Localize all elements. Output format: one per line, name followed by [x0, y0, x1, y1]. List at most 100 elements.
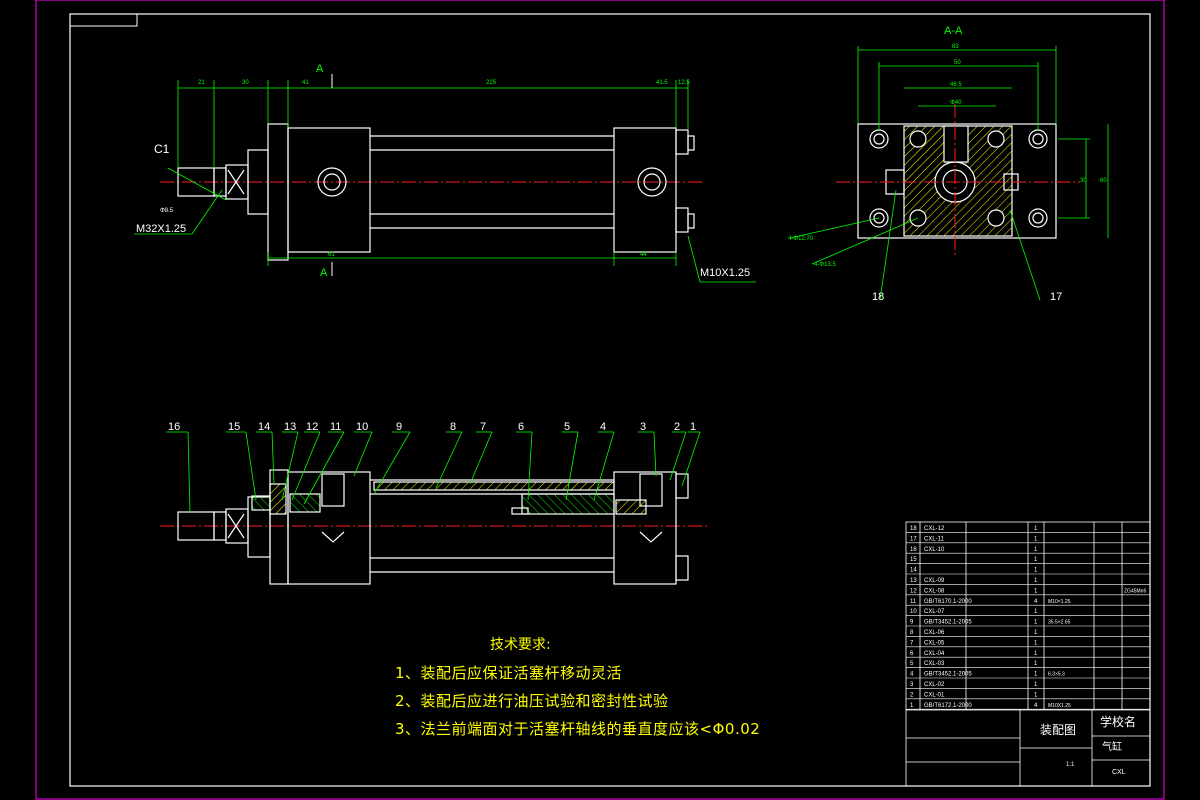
bom-row-number: 16 [910, 547, 917, 553]
bom-row-number: 9 [910, 620, 914, 626]
title-block-text: 装配图 学校名 气缸 CXL 1:1 [1040, 714, 1136, 776]
bom-row-qty: 1 [1034, 682, 1038, 688]
svg-text:M10X1.25: M10X1.25 [700, 267, 750, 279]
part-number-5: 5 [564, 421, 570, 433]
svg-text:30: 30 [1080, 178, 1087, 184]
drawing-title: 装配图 [1040, 723, 1076, 737]
bom-row-number: 8 [910, 630, 914, 636]
bom-row-code: CXL-08 [924, 588, 945, 594]
part-number-14: 14 [258, 421, 270, 433]
bom-row-qty: 1 [1034, 547, 1038, 553]
bom-row-code: CXL-03 [924, 661, 945, 667]
svg-text:A: A [316, 63, 324, 75]
school-name: 学校名 [1100, 714, 1136, 729]
part-number-15: 15 [228, 421, 240, 433]
part-number-11: 11 [330, 421, 341, 433]
bom-row-code: CXL-07 [924, 609, 945, 615]
requirement-1: 1、装配后应保证活塞杆移动灵活 [395, 664, 623, 682]
bom-row-qty: 4 [1034, 599, 1038, 605]
code-box [69, 13, 138, 27]
sectioned-view [160, 469, 710, 585]
svg-text:Φ40: Φ40 [950, 100, 962, 106]
svg-text:A: A [320, 267, 328, 279]
section-a-a-dims [789, 46, 1109, 301]
svg-text:18: 18 [872, 291, 884, 303]
bom-row-qty: 4 [1034, 703, 1038, 709]
bom-row-qty: 1 [1034, 557, 1038, 563]
outer-sheet-border [35, 0, 1165, 800]
part-number-1: 1 [690, 421, 696, 433]
svg-text:A-A: A-A [944, 25, 963, 37]
part-number-3: 3 [640, 421, 646, 433]
part-number-7: 7 [480, 421, 486, 433]
scale-value: 1:1 [1066, 762, 1075, 768]
bom-row-number: 4 [910, 672, 914, 678]
bom-row-number: 10 [910, 609, 917, 615]
bom-row-qty: 1 [1034, 588, 1038, 594]
front-view [160, 123, 705, 261]
bom-row-code: GB/T6170.1-2000 [924, 599, 972, 605]
requirement-2: 2、装配后应进行油压试验和密封性试验 [395, 692, 669, 710]
bom-row-qty: 1 [1034, 661, 1038, 667]
bom-row-spec: 35.5×2.65 [1048, 620, 1071, 626]
svg-text:C1: C1 [154, 142, 170, 156]
part-number-10: 10 [356, 421, 368, 433]
bom-row-code: CXL-02 [924, 682, 945, 688]
svg-text:60: 60 [1100, 178, 1107, 184]
svg-text:17: 17 [1050, 291, 1062, 303]
bom-row-spec: ZG45Mn6 [1124, 588, 1146, 594]
requirements-title: 技术要求: [490, 637, 551, 653]
bom-row-code: CXL-05 [924, 640, 945, 646]
svg-text:4-Φ13.5: 4-Φ13.5 [814, 262, 836, 268]
part-number-12: 12 [306, 421, 318, 433]
bom-row-qty: 1 [1034, 692, 1038, 698]
svg-text:41: 41 [302, 80, 309, 86]
section-a-a [836, 104, 1080, 256]
bom-row-number: 5 [910, 661, 914, 667]
bom-row-qty: 1 [1034, 568, 1038, 574]
bom-row-spec: 6.3×5.3 [1048, 672, 1065, 678]
part-number-2: 2 [674, 421, 680, 433]
bom-row-number: 18 [910, 526, 917, 532]
part-name: 气缸 [1102, 740, 1122, 753]
part-number-13: 13 [284, 421, 296, 433]
bom-row-code: GB/T6172.1-2000 [924, 703, 972, 709]
bom-row-code: CXL-01 [924, 692, 945, 698]
bom-row-qty: 1 [1034, 651, 1038, 657]
title-block [905, 521, 1151, 787]
bom-row-number: 2 [910, 692, 914, 698]
requirement-3: 3、法兰前端面对于活塞杆轴线的垂直度应该<Φ0.02 [395, 720, 761, 738]
bom-row-number: 14 [910, 568, 917, 574]
svg-text:61: 61 [328, 252, 335, 258]
svg-text:Φ8.5: Φ8.5 [160, 208, 174, 214]
sectioned-view-leaders [166, 431, 701, 513]
part-number-4: 4 [600, 421, 606, 433]
bom-row-qty: 1 [1034, 672, 1038, 678]
bom-row-code: CXL-09 [924, 578, 945, 584]
part-number-8: 8 [450, 421, 456, 433]
bom-row-code: GB/T3452.1-2005 [924, 672, 972, 678]
bom-row-qty: 1 [1034, 609, 1038, 615]
bom-row-spec: M10X1.25 [1048, 703, 1071, 709]
bom-row-number: 13 [910, 578, 917, 584]
svg-text:M32X1.25: M32X1.25 [136, 223, 186, 235]
bom-row-number: 12 [910, 588, 917, 594]
part-number-16: 16 [168, 421, 180, 433]
bom-row-qty: 1 [1034, 620, 1038, 626]
bom-row-number: 17 [910, 536, 917, 542]
bom-row-qty: 1 [1034, 536, 1038, 542]
svg-text:4-Φ12.70: 4-Φ12.70 [788, 236, 814, 242]
bom-row-qty: 1 [1034, 630, 1038, 636]
svg-text:21: 21 [198, 80, 205, 86]
svg-text:41.5: 41.5 [656, 80, 668, 86]
bom-row-spec: M10×1.25 [1048, 599, 1071, 605]
part-number-6: 6 [518, 421, 524, 433]
svg-text:30: 30 [242, 80, 249, 86]
svg-text:46.5: 46.5 [950, 82, 962, 88]
bom-row-code: CXL-11 [924, 536, 945, 542]
front-view-labels: 41 225 21 30 41.5 12.5 61 44 A A C1 Φ8.5… [136, 63, 750, 279]
bom-row-code: CXL-10 [924, 547, 945, 553]
bom-row-number: 3 [910, 682, 914, 688]
bom-row-qty: 1 [1034, 578, 1038, 584]
